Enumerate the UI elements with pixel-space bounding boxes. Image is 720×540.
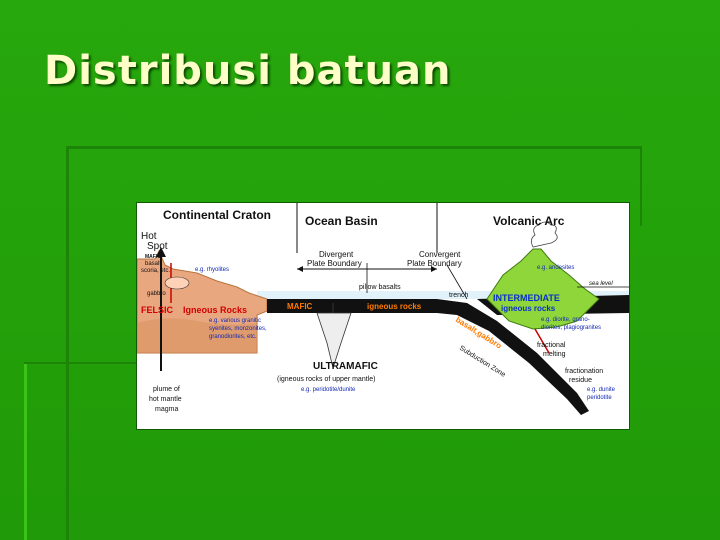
- label-pillow-basalts: pillow basalts: [359, 284, 401, 291]
- label-subduction-zone: Subduction Zone: [458, 345, 507, 379]
- label-ultramafic-desc: (igneous rocks of upper mantle): [277, 376, 375, 383]
- arrow-right-head: [431, 266, 437, 272]
- label-fractional-1: fractional: [537, 342, 566, 349]
- decor-bar-low: [24, 362, 27, 540]
- label-fractionation-3: e.g. dunite: [587, 387, 616, 393]
- gabbro-intrusion: [164, 276, 190, 290]
- decor-bar-low-h: [24, 362, 136, 364]
- label-mafic-small: MAFIC: [145, 254, 161, 260]
- label-eg-andesites: e.g. andesites: [537, 265, 574, 271]
- label-igneous-rocks-felsic: Igneous Rocks: [183, 305, 247, 315]
- label-ultramafic: ULTRAMAFIC: [313, 361, 378, 372]
- convergent-pointer: [446, 264, 468, 300]
- label-spot: Spot: [147, 241, 168, 252]
- decor-bar-right: [640, 146, 642, 226]
- ridge-upwelling: [316, 312, 352, 370]
- volcano-plume: [531, 221, 558, 248]
- oceanic-crust-band: [267, 299, 437, 313]
- arc-magma-feeder: [534, 328, 550, 354]
- continental-crust-lower: [137, 318, 257, 353]
- label-trench: trench: [449, 292, 469, 299]
- label-fractionation-1: fractionation: [565, 368, 603, 375]
- heading-volcanic-arc: Volcanic Arc: [493, 214, 565, 228]
- label-fractionation-4: peridotite: [587, 395, 612, 401]
- diagram-svg: Continental Craton Ocean Basin Volcanic …: [137, 203, 629, 415]
- rock-distribution-diagram: Continental Craton Ocean Basin Volcanic …: [136, 202, 630, 430]
- label-igneous-rocks-intermediate: igneous rocks: [501, 304, 556, 313]
- label-scoria: scoria, etc.: [141, 268, 170, 274]
- slide-title: Distribusi batuan: [44, 48, 452, 94]
- label-felsic-eg-1: e.g. various granitic: [209, 318, 261, 324]
- hot-spot-cone: [156, 247, 166, 257]
- label-ultramafic-eg: e.g. peridotite/dunite: [301, 387, 356, 393]
- label-divergent-1: Divergent: [319, 250, 354, 259]
- volcano: [486, 248, 600, 330]
- label-felsic: FELSIC: [141, 305, 174, 315]
- label-plume-3: magma: [155, 406, 178, 413]
- label-convergent-1: Convergent: [419, 250, 461, 259]
- heading-ocean-basin: Ocean Basin: [305, 214, 378, 228]
- heading-continental-craton: Continental Craton: [163, 208, 271, 222]
- label-felsic-eg-3: granodiorites, etc.: [209, 334, 257, 340]
- label-igneous-rocks-band: igneous rocks: [367, 302, 422, 311]
- label-convergent-2: Plate Boundary: [407, 259, 462, 268]
- label-plume-2: hot mantle: [149, 396, 182, 403]
- label-eg-rhyolites: e.g. rhyolites: [195, 267, 229, 273]
- label-mafic-band: MAFIC: [287, 302, 313, 311]
- label-intermediate-eg-1: e.g. diorite, grano-: [541, 317, 590, 323]
- label-basalt: basalt: [145, 261, 161, 267]
- label-plume-1: plume of: [153, 386, 180, 393]
- decor-bar-left: [66, 146, 69, 540]
- sea-water: [257, 291, 629, 299]
- label-sea-level: sea level: [589, 281, 613, 287]
- subducting-slab: [437, 299, 589, 415]
- label-fractional-2: melting: [543, 351, 566, 358]
- label-felsic-eg-2: syenites, monzonites,: [209, 326, 267, 332]
- label-intermediate: INTERMEDIATE: [493, 293, 560, 303]
- arrow-left-head: [297, 266, 303, 272]
- decor-bar-top: [66, 146, 642, 149]
- label-fractionation-2: residue: [569, 377, 592, 384]
- label-hot: Hot: [141, 231, 157, 242]
- label-intermediate-eg-2: diorites, plagiogranites: [541, 325, 601, 331]
- label-divergent-2: Plate Boundary: [307, 259, 362, 268]
- label-gabbro: gabbro: [147, 291, 166, 297]
